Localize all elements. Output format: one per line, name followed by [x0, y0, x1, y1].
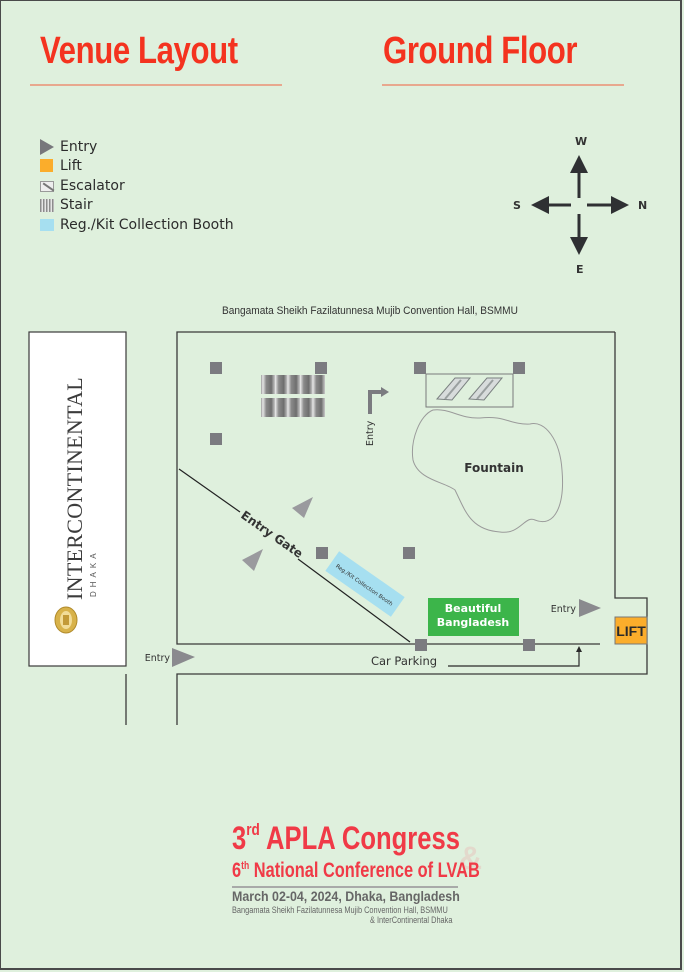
entry-arrow-top-head-icon	[381, 387, 389, 397]
intercontinental-logo: INTERCONTINENTAL DHAKA	[62, 377, 98, 600]
legend-item-stair: Stair	[40, 196, 234, 216]
lift[interactable]	[614, 616, 648, 645]
booth-square-icon	[40, 218, 54, 232]
entry-triangle-icon	[40, 138, 54, 155]
legend-label: Lift	[60, 158, 82, 175]
footer-conference-title: 6th National Conference of LVAB	[232, 859, 480, 883]
stair-icon	[40, 198, 54, 213]
convention-hall-label: Bangamata Sheikh Fazilatunnesa Mujib Con…	[222, 305, 518, 317]
legend-item-escalator: Escalator	[40, 176, 234, 196]
fountain-outline[interactable]	[411, 409, 564, 533]
entry-gate-label: Entry Gate	[238, 508, 305, 561]
pillar	[415, 639, 427, 651]
intercontinental-building[interactable]	[28, 331, 127, 667]
footer-ordinal-sup: rd	[246, 820, 260, 839]
pillar	[403, 547, 415, 559]
compass-label-n: N	[638, 199, 648, 212]
footer-divider	[232, 886, 458, 888]
legend-label: Stair	[60, 197, 93, 214]
entry-triangle-icon	[242, 549, 263, 571]
footer-ordinal-sup: th	[241, 860, 250, 872]
venue-layout-title: Venue Layout	[40, 30, 238, 72]
pillars	[210, 362, 535, 651]
entry-triangle-icon[interactable]	[579, 599, 601, 617]
hotel-city: DHAKA	[89, 549, 98, 597]
footer-venue-line1: Bangamata Sheikh Fazilatunnesa Mujib Con…	[232, 905, 448, 915]
lift-square-icon	[40, 159, 54, 173]
hotel-name: INTERCONTINENTAL	[62, 377, 87, 600]
title-underline-right	[382, 84, 624, 86]
entry-gate-line	[297, 558, 411, 643]
escalator-icon	[40, 179, 54, 193]
beautiful-bangladesh-line1: Beautiful	[445, 602, 502, 615]
entry-gate-line	[178, 468, 241, 513]
footer-date: March 02-04, 2024, Dhaka, Bangladesh	[232, 889, 460, 904]
legend: Entry Lift Escalator Stair Reg./Kit Coll…	[40, 137, 234, 235]
compass-label-w: W	[575, 135, 588, 148]
entry-triangle-icon	[292, 497, 313, 518]
entry-top-label: Entry	[365, 420, 376, 446]
footer-venue-line2: & InterContinental Dhaka	[370, 915, 453, 925]
car-parking-path	[448, 651, 580, 667]
pillar	[210, 433, 222, 445]
legend-item-entry: Entry	[40, 137, 234, 157]
ground-floor-title: Ground Floor	[383, 30, 578, 72]
car-parking-label: Car Parking	[371, 654, 437, 668]
entry-right-label: Entry	[551, 604, 577, 615]
stair-icon[interactable]	[261, 375, 325, 394]
entry-left-label: Entry	[145, 653, 171, 664]
title-underline-left	[30, 84, 282, 86]
legend-label: Reg./Kit Collection Booth	[60, 216, 234, 233]
compass-label-s: S	[513, 199, 521, 212]
escalator-area	[425, 373, 514, 408]
escalator-icon[interactable]	[467, 377, 504, 401]
pillar	[315, 362, 327, 374]
footer-ordinal-num: 3	[232, 820, 247, 856]
escalator-icon[interactable]	[435, 377, 472, 401]
footer-conference-text: National Conference of LVAB	[249, 859, 480, 882]
pillar	[210, 362, 222, 374]
footer-congress-title: 3rd APLA Congress	[232, 820, 460, 857]
pillar	[316, 547, 328, 559]
legend-label: Escalator	[60, 177, 125, 194]
legend-item-booth: Reg./Kit Collection Booth	[40, 215, 234, 235]
fountain-label: Fountain	[464, 461, 524, 475]
hall-outer-wall	[176, 331, 615, 645]
car-parking-arrow-icon	[576, 646, 582, 652]
beautiful-bangladesh-stall[interactable]	[428, 598, 519, 636]
beautiful-bangladesh-line2: Bangladesh	[437, 616, 509, 629]
intercontinental-emblem-icon	[54, 606, 78, 634]
stair-icon[interactable]	[261, 398, 325, 417]
pillar	[523, 639, 535, 651]
pillar	[414, 362, 426, 374]
entry-triangle-icon[interactable]	[172, 648, 195, 667]
legend-item-lift: Lift	[40, 157, 234, 177]
footer-ordinal-num: 6	[232, 859, 242, 882]
footer-ampersand: &	[459, 840, 483, 876]
footer-congress-text: APLA Congress	[259, 820, 460, 856]
legend-label: Entry	[60, 138, 98, 155]
lift-label: LIFT	[616, 623, 646, 639]
reg-kit-collection-booth[interactable]: Reg./Kit Collection Booth	[325, 551, 405, 617]
entry-arrow-top-icon	[368, 390, 382, 414]
compass-label-e: E	[576, 263, 584, 276]
pillar	[513, 362, 525, 374]
